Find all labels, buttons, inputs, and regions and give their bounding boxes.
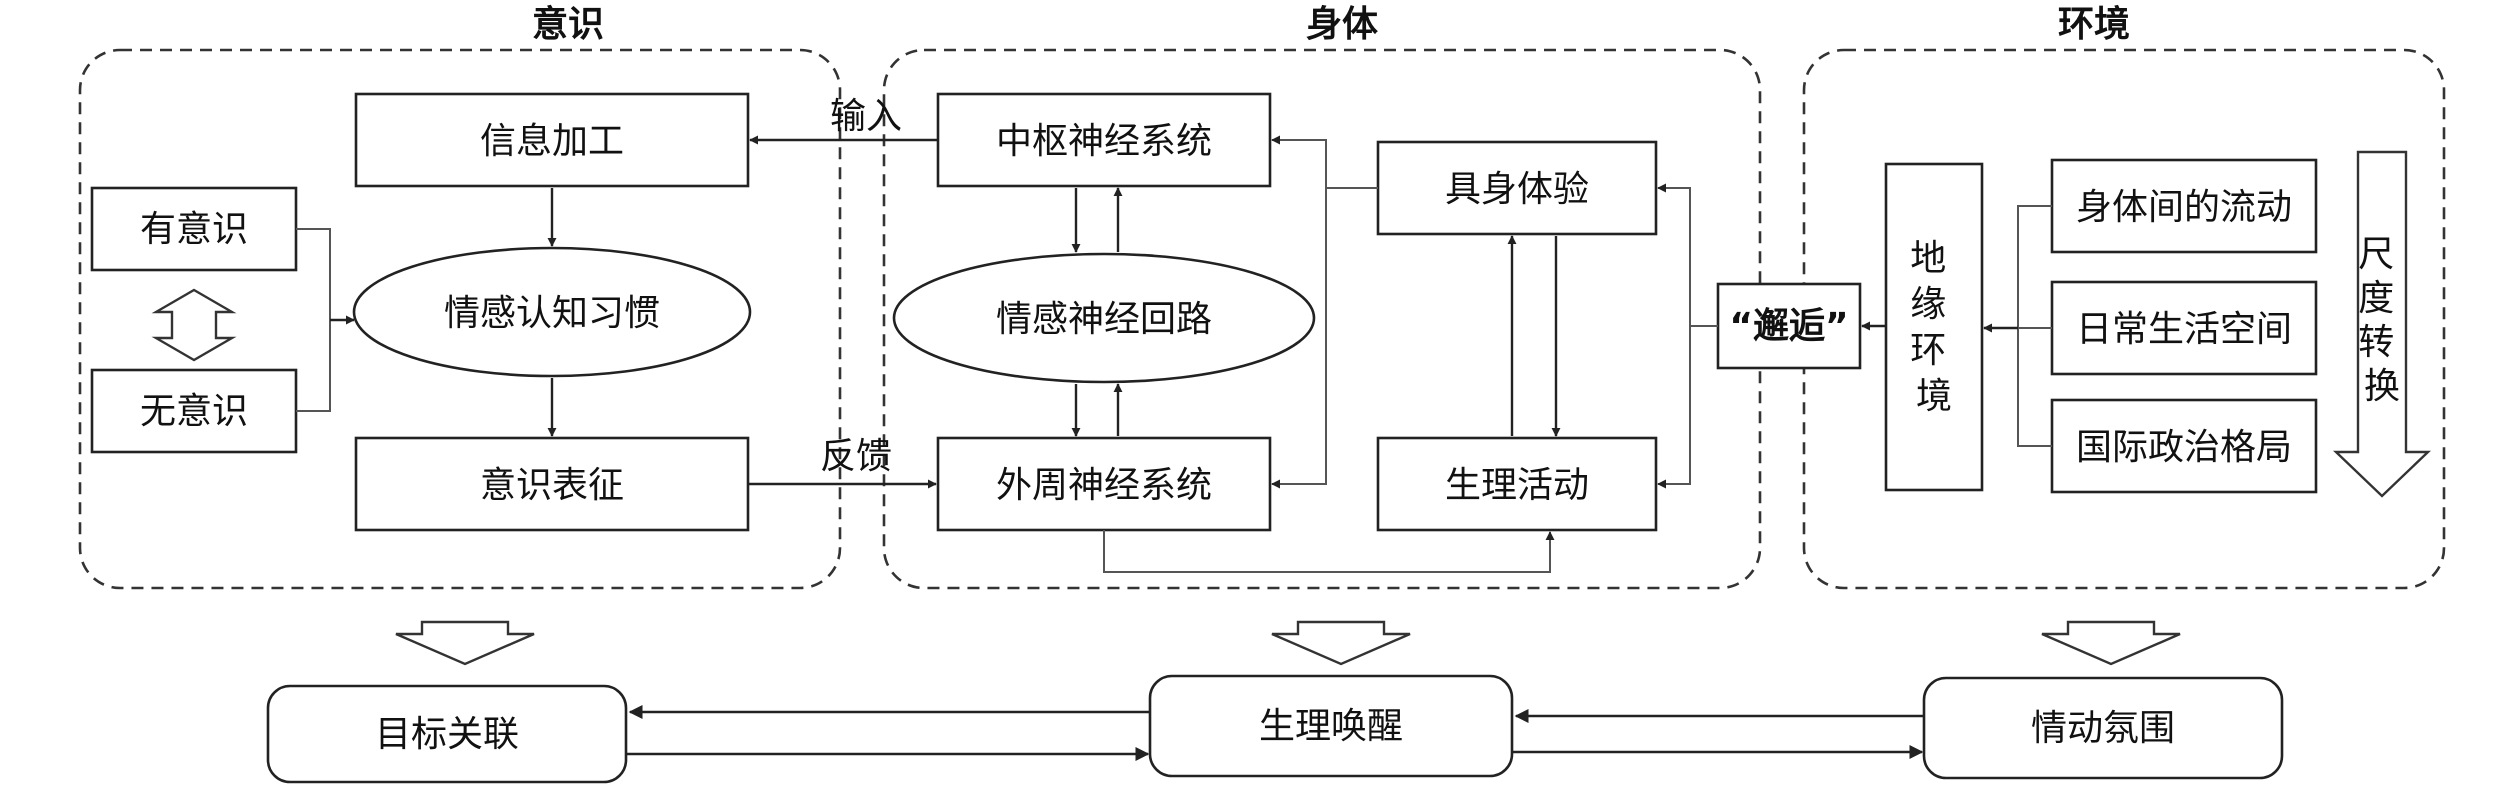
down-arrow-environment <box>2041 620 2181 666</box>
physiological-activity-box <box>1376 436 1658 532</box>
feedback-label: 反馈 <box>820 436 892 477</box>
cns-box <box>936 92 1272 188</box>
pns-box <box>936 436 1272 532</box>
bracket-scales <box>2017 205 2052 447</box>
emotional-cognitive-habits-ellipse <box>352 246 752 378</box>
emotional-circuit-label: 情感神经回路 <box>996 299 1212 340</box>
physiological-activity-label: 生理活动 <box>1445 465 1589 506</box>
embodied-experience-label: 具身体验 <box>1445 169 1589 210</box>
emotional-cognitive-habits-label: 情感认知习惯 <box>444 293 660 334</box>
bracket-conscious <box>296 228 331 412</box>
international-politics-box <box>2050 398 2318 494</box>
daily-living-space-label: 日常生活空间 <box>2076 309 2292 350</box>
scale-conversion-label: 尺 度 转 换 <box>2358 234 2405 407</box>
conscious-unconscious-double-arrow <box>151 288 237 362</box>
pns-label: 外周神经系统 <box>996 465 1212 506</box>
physiological-arousal-box <box>1148 674 1514 778</box>
unconscious-box <box>90 368 298 454</box>
region-title-environment: 环境 <box>2058 4 2130 45</box>
unconscious-label: 无意识 <box>140 391 248 432</box>
line-embodied-to-pns <box>1271 188 1327 489</box>
physiological-arousal-label: 生理唤醒 <box>1259 706 1403 747</box>
input-label: 输入 <box>830 96 902 137</box>
line-encounter-to-physio <box>1657 326 1691 489</box>
emotional-atmosphere-box <box>1922 676 2284 780</box>
goal-association-box <box>266 684 628 784</box>
info-processing-box <box>354 92 750 188</box>
down-arrow-body <box>1271 620 1411 666</box>
encounter-box <box>1716 282 1862 370</box>
cns-label: 中枢神经系统 <box>996 121 1212 162</box>
international-politics-label: 国际政治格局 <box>2076 427 2292 468</box>
geo-environment-box <box>1884 162 1984 492</box>
encounter-label: “邂逅” <box>1729 306 1848 347</box>
line-embodied-to-cns <box>1271 135 1378 189</box>
emotional-atmosphere-label: 情动氛围 <box>2031 708 2175 749</box>
consciousness-representation-label: 意识表征 <box>480 465 624 506</box>
emotional-circuit-ellipse <box>892 252 1316 384</box>
scale-conversion-arrow <box>2333 150 2431 498</box>
info-processing-label: 信息加工 <box>480 121 624 162</box>
geo-environment-label: 地 缘 环 境 <box>1910 238 1957 417</box>
line-encounter-to-embodied <box>1657 183 1691 326</box>
daily-living-space-box <box>2050 280 2318 376</box>
region-title-consciousness: 意识 <box>532 4 604 45</box>
region-consciousness <box>78 48 842 590</box>
goal-association-label: 目标关联 <box>375 714 519 755</box>
flow-between-bodies-label: 身体间的流动 <box>2076 187 2292 228</box>
line-pns-to-physio <box>1103 530 1555 573</box>
down-arrow-consciousness <box>395 620 535 666</box>
region-environment <box>1802 48 2446 590</box>
region-title-body: 身体 <box>1306 4 1378 45</box>
conscious-label: 有意识 <box>140 209 248 250</box>
